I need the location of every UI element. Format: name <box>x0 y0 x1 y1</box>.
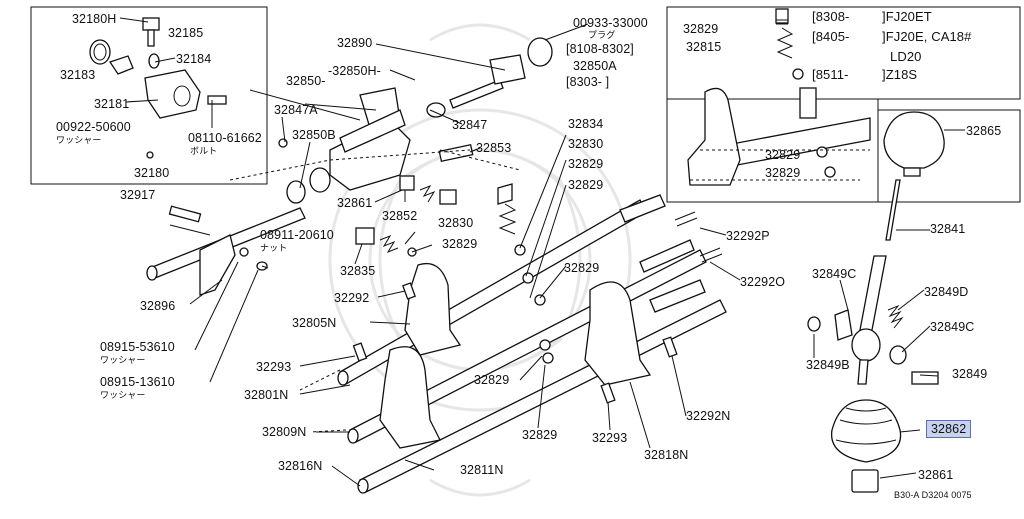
part-label: 32853 <box>476 141 512 155</box>
part-label: 32815 <box>686 40 722 54</box>
part-label: 08915-13610 <box>100 375 175 389</box>
part-label: 32834 <box>568 117 604 131</box>
part-label-jp: ワッシャー <box>100 390 146 400</box>
part-label: 32185 <box>168 26 204 40</box>
part-label: 32829 <box>522 428 558 442</box>
date-code: [8303- ] <box>566 75 610 89</box>
part-label: 32183 <box>60 68 96 82</box>
part-label-jp: プラグ <box>588 30 616 40</box>
part-label: 32849C <box>930 320 975 334</box>
part-label: 32829 <box>568 178 604 192</box>
part-label: 32292O <box>740 275 786 289</box>
date-code: [8108-8302] <box>566 42 634 56</box>
shift-lever-assembly <box>807 179 939 493</box>
knob-drawing <box>883 111 965 177</box>
highlighted-part-label[interactable]: 32862 <box>926 420 972 438</box>
part-label: 32890 <box>337 36 373 50</box>
part-label: 32850A <box>573 59 617 73</box>
date-code: [8405- <box>812 29 850 44</box>
part-label: 32835 <box>340 264 376 278</box>
part-label: 32861 <box>337 196 373 210</box>
inset-topleft-parts <box>89 17 227 159</box>
part-label-jp: ワッシャー <box>56 135 102 145</box>
part-label: 32293 <box>592 431 628 445</box>
part-label: 32180H <box>72 12 117 26</box>
part-label: 32818N <box>644 448 689 462</box>
engine-code: ]FJ20ET <box>882 9 932 24</box>
part-label: 32292N <box>686 409 731 423</box>
part-label: 32830 <box>568 137 604 151</box>
date-code: [8511- <box>812 67 849 82</box>
part-label: 32850- <box>286 74 326 88</box>
part-label: 32830 <box>438 216 474 230</box>
engine-code: ]FJ20E, CA18# <box>882 29 972 44</box>
part-label: 08110-61662 <box>188 131 262 145</box>
part-label: 32801N <box>244 388 289 402</box>
part-label: 32811N <box>460 463 504 477</box>
engine-code: LD20 <box>890 49 922 64</box>
pins-and-balls <box>352 211 723 404</box>
part-label: 32829 <box>474 373 510 387</box>
part-label: 32850B <box>292 128 336 142</box>
part-label: 32865 <box>966 124 1002 138</box>
part-label: 32849D <box>924 285 969 299</box>
part-label: 32829 <box>683 22 719 36</box>
part-label: 00933-33000 <box>573 16 648 30</box>
part-label: 32841 <box>930 222 966 236</box>
part-label: 32829 <box>765 148 801 162</box>
part-label: 32852 <box>382 209 418 223</box>
part-label: 32292P <box>726 229 770 243</box>
part-label: 32805N <box>292 316 337 330</box>
part-label: 32181 <box>94 97 130 111</box>
part-label: 32896 <box>140 299 176 313</box>
part-label: 32847A <box>274 103 318 117</box>
part-label-jp: ナット <box>260 243 288 253</box>
part-label: 32816N <box>278 459 323 473</box>
part-label: 32809N <box>262 425 307 439</box>
part-label-jp: ワッシャー <box>100 355 146 365</box>
part-label: 32184 <box>176 52 212 66</box>
inset-topright-parts <box>687 8 871 186</box>
part-label: 32849 <box>952 367 988 381</box>
shift-forks <box>199 194 706 449</box>
leader-lines <box>169 23 939 487</box>
diagram-reference-code: B30-A D3204 0075 <box>894 490 972 500</box>
part-label: 32917 <box>120 188 156 202</box>
part-label: 32829 <box>765 166 801 180</box>
inset-box-topright <box>666 6 1021 100</box>
inset-box-topleft <box>30 6 268 185</box>
part-label-jp: ボルト <box>190 146 218 156</box>
part-label: 32829 <box>442 237 478 251</box>
part-label: 08915-53610 <box>100 340 175 354</box>
inset-box-knob <box>877 109 1021 203</box>
part-label: 32293 <box>256 360 292 374</box>
engine-code: ]Z18S <box>882 67 918 82</box>
part-label: 32829 <box>568 157 604 171</box>
part-label: 32861 <box>918 468 954 482</box>
date-code: [8308- <box>812 9 850 24</box>
part-label: 32849B <box>806 358 850 372</box>
part-label: 32292 <box>334 291 370 305</box>
part-label: 32849C <box>812 267 857 281</box>
shift-housing-parts <box>168 37 553 271</box>
part-label: 32829 <box>564 261 600 275</box>
part-label: -32850H- <box>328 64 381 78</box>
part-label: 00922-50600 <box>56 120 131 134</box>
part-label: 32847 <box>452 118 488 132</box>
group-label: 32180 <box>134 166 170 180</box>
part-label: 08911-20610 <box>260 228 334 242</box>
